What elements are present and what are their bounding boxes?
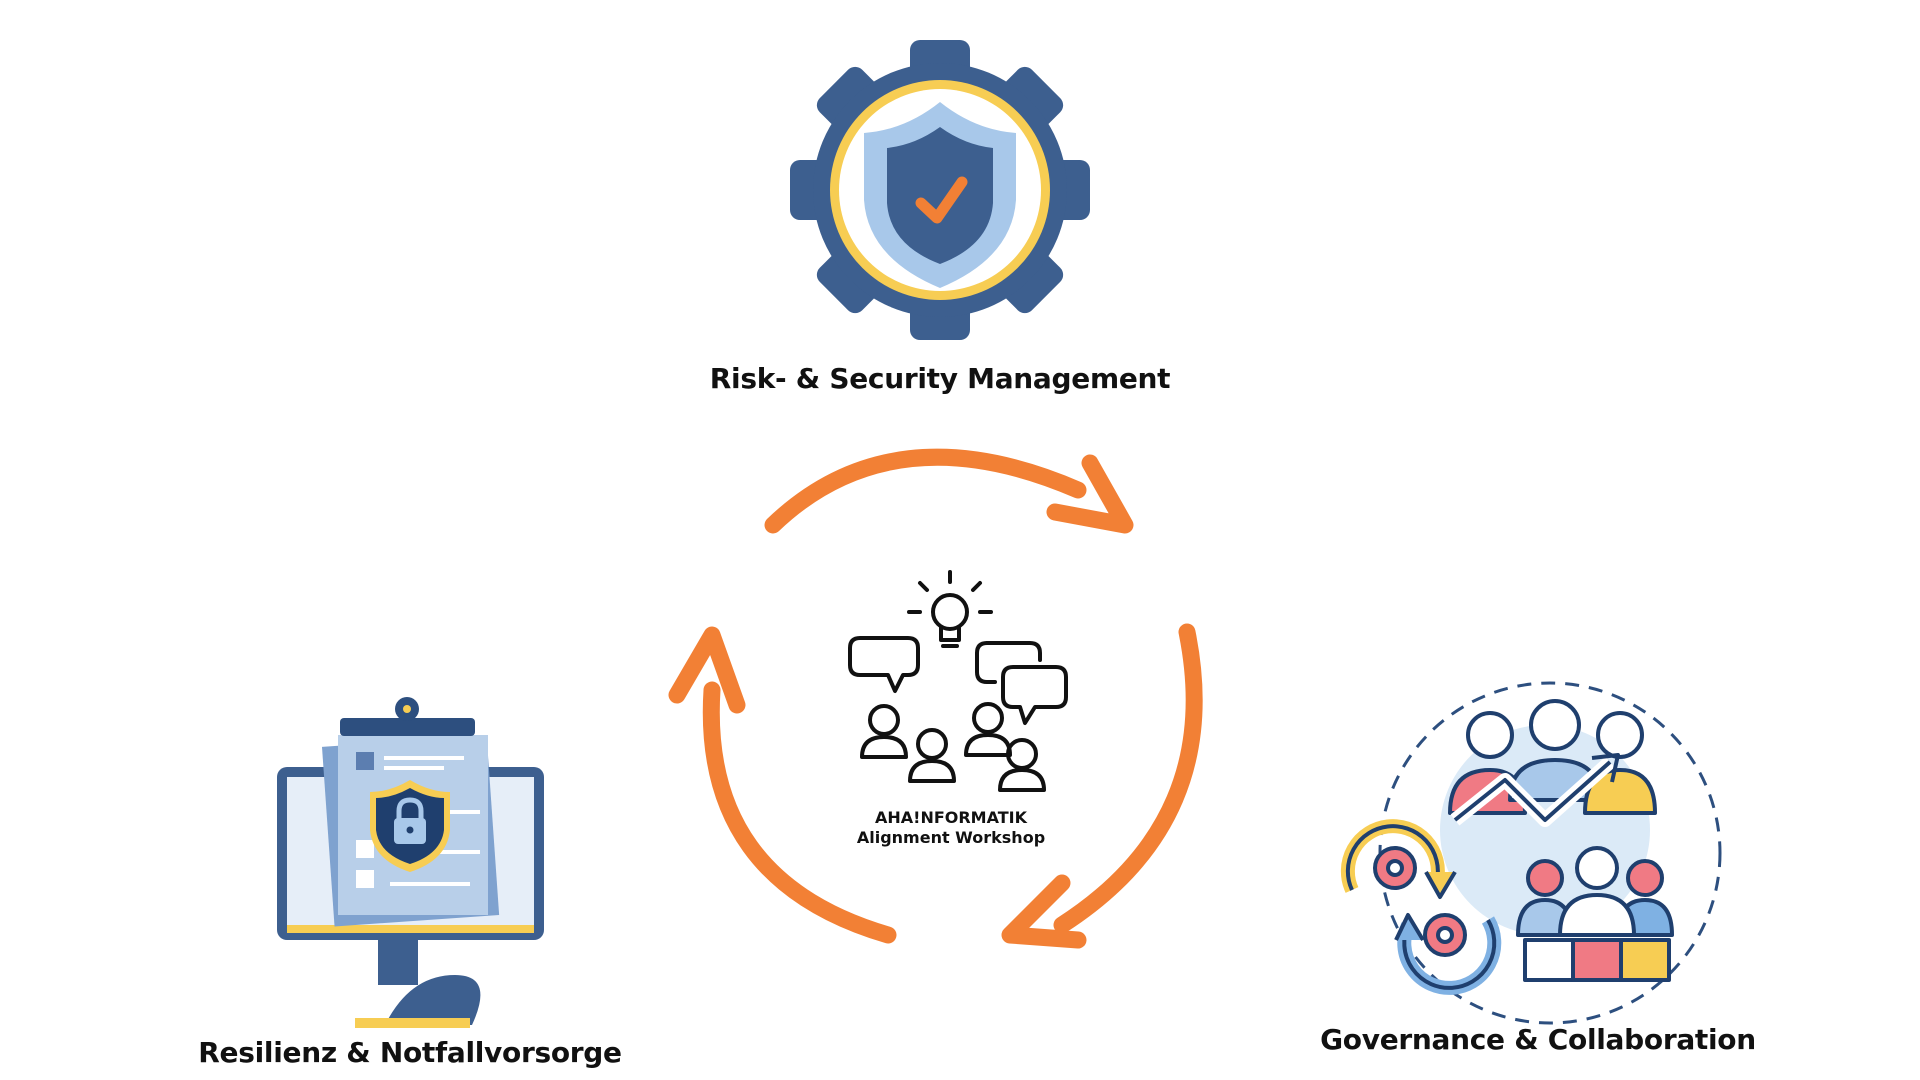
cycle-arrow-left bbox=[702, 681, 897, 944]
person-icon bbox=[964, 702, 1012, 757]
speech-bubbles-icon bbox=[975, 641, 1068, 725]
cycle-arrows bbox=[668, 448, 1203, 949]
person-icon bbox=[860, 704, 908, 759]
monitor-clipboard-lock-icon bbox=[277, 697, 544, 1028]
person-icon bbox=[908, 728, 956, 783]
node-label-risk-security: Risk- & Security Management bbox=[709, 362, 1171, 395]
lightbulb-icon bbox=[907, 570, 993, 648]
person-icon bbox=[998, 738, 1046, 792]
cycle-arrow-left-head bbox=[668, 626, 746, 714]
cycle-arrow-right-head bbox=[1001, 874, 1087, 949]
node-label-governance: Governance & Collaboration bbox=[1320, 1023, 1756, 1056]
center-brand: AHA!NFORMATIK bbox=[874, 808, 1028, 827]
cycle-arrow-right bbox=[1053, 623, 1203, 934]
cycle-arrow-top bbox=[764, 448, 1087, 534]
workshop-people-lightbulb-icon bbox=[848, 570, 1068, 792]
check-mark-icon bbox=[915, 176, 968, 224]
center-subtitle: Alignment Workshop bbox=[856, 828, 1046, 847]
node-label-resilienz: Resilienz & Notfallvorsorge bbox=[198, 1036, 622, 1069]
team-gears-puzzle-icon bbox=[1340, 681, 1722, 1025]
cycle-arrow-top-head bbox=[1046, 454, 1134, 534]
speech-bubble-icon bbox=[848, 636, 920, 693]
gear-shield-check-icon bbox=[790, 40, 1090, 340]
